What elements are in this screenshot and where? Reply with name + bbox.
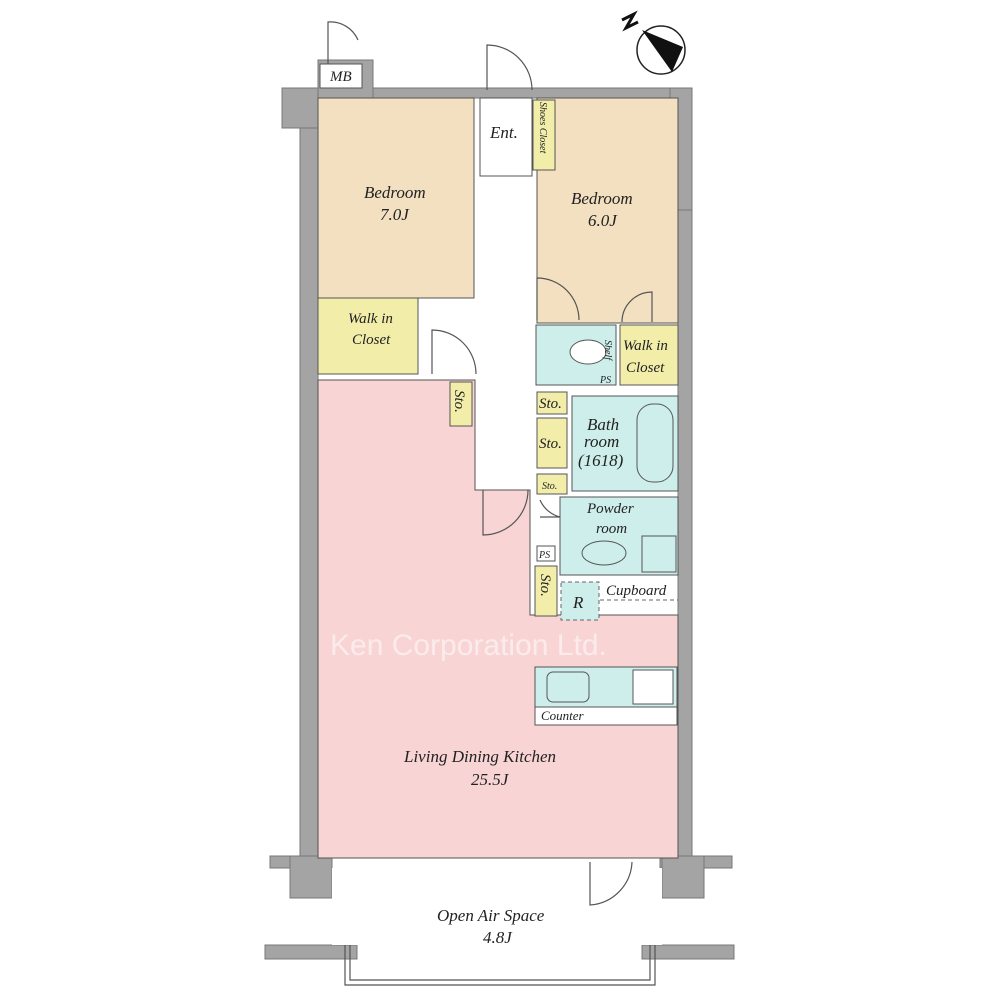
sink	[581, 540, 627, 566]
mb-label: MB	[329, 69, 352, 85]
entrance-label: Ent.	[489, 123, 518, 142]
mb-box	[319, 63, 363, 89]
sto-label-4: Sto.	[542, 481, 557, 492]
open-air-space	[332, 868, 662, 945]
sto-3	[536, 417, 568, 469]
sto-label-1: Sto.	[451, 390, 467, 413]
ps-box	[536, 545, 556, 562]
bedroom-1-name: Bedroom	[364, 183, 426, 202]
entrance	[479, 97, 533, 177]
bedroom-1	[317, 97, 475, 299]
walk-in-closet-1-label-2: Closet	[352, 332, 391, 348]
bathroom	[571, 395, 679, 492]
walk-in-closet-1	[317, 297, 419, 375]
powder-room-label-1: Powder	[586, 501, 634, 517]
ldk-area	[317, 379, 679, 859]
sto-2	[536, 391, 568, 415]
bathtub	[636, 403, 674, 483]
sto-1	[449, 381, 473, 427]
bedroom-2-name: Bedroom	[571, 189, 633, 208]
sto-5	[534, 565, 558, 617]
powder-room-label-2: room	[596, 521, 627, 537]
ps-label-2: PS	[538, 550, 550, 561]
shoes-closet	[532, 99, 556, 171]
toilet	[569, 339, 607, 365]
open-air-size: 4.8J	[483, 928, 513, 947]
refrigerator-label: R	[572, 593, 584, 612]
shelf-label: Shelf	[602, 340, 613, 361]
sto-4	[536, 473, 568, 495]
counter-ledge	[534, 706, 678, 726]
sto-label-5: Sto.	[537, 574, 553, 597]
sto-label-3: Sto.	[539, 436, 562, 452]
refrigerator-space	[560, 581, 600, 621]
walk-in-closet-2-label: Walk in	[623, 338, 668, 354]
ldk-name: Living Dining Kitchen	[403, 747, 556, 766]
shower-tray	[641, 535, 677, 573]
walk-in-closet-2-label-2: Closet	[626, 360, 665, 376]
ps-label-1: PS	[599, 375, 611, 386]
bathroom-label-1: Bath	[587, 415, 619, 434]
north-compass-icon	[621, 10, 686, 75]
sto-label-2: Sto.	[539, 396, 562, 412]
open-air-name: Open Air Space	[437, 906, 545, 925]
stove	[632, 669, 674, 705]
watermark: Ken Corporation Ltd.	[330, 629, 607, 662]
walk-in-closet-1-label: Walk in	[348, 311, 393, 327]
bathroom-label-2: room	[584, 432, 619, 451]
counter-label: Counter	[541, 708, 585, 723]
kitchen-sink	[546, 671, 590, 703]
shoes-closet-label: Shoes Closet	[537, 102, 548, 154]
bathroom-label-3: (1618)	[578, 451, 624, 470]
walk-in-closet-2	[619, 324, 679, 386]
cupboard-label: Cupboard	[606, 583, 667, 599]
ldk-size: 25.5J	[471, 770, 510, 789]
bedroom-2-size: 6.0J	[588, 211, 618, 230]
bedroom-1-size: 7.0J	[380, 205, 410, 224]
